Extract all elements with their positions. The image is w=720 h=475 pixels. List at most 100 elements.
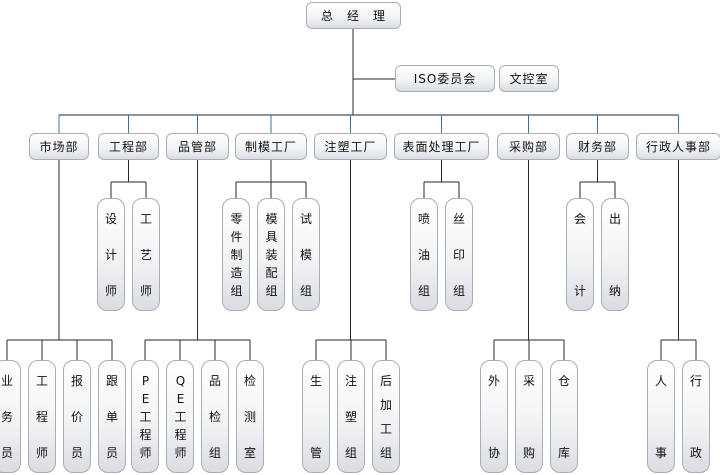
unit-finance-2: 出纳 [601, 198, 629, 311]
unit-mold-3: 试模组 [292, 198, 320, 311]
unit-char: 程 [139, 428, 151, 443]
unit-char: 仓 [557, 374, 570, 388]
unit-char: 采 [522, 374, 535, 388]
unit-char: 后 [379, 374, 392, 388]
unit-char: 师 [104, 284, 117, 299]
iso-committee-box-label: ISO委员会 [413, 72, 477, 86]
unit-char: 协 [487, 446, 500, 461]
unit-char: 装 [265, 248, 277, 263]
unit-char: 纳 [608, 284, 621, 299]
unit-char: 师 [139, 446, 151, 461]
unit-char: 购 [522, 446, 535, 461]
document-control-box: 文控室 [499, 65, 559, 92]
department-admin: 行政人事部 [636, 133, 720, 160]
unit-char: 出 [608, 212, 621, 226]
unit-mold-2: 模具装配组 [257, 198, 285, 311]
unit-char: 政 [689, 446, 702, 461]
unit-market-3: 报价员 [63, 360, 91, 473]
unit-char: 计 [573, 284, 586, 299]
unit-char: 组 [344, 446, 357, 461]
unit-char: 油 [417, 248, 430, 263]
unit-char: 艺 [139, 248, 152, 263]
department-finance-label: 财务部 [577, 140, 617, 154]
department-mold: 制模工厂 [235, 133, 307, 160]
department-quality: 品管部 [166, 133, 229, 160]
unit-surface-2: 丝印组 [445, 198, 473, 311]
unit-char: 程 [35, 410, 48, 425]
unit-admin-2: 行政 [682, 360, 710, 473]
unit-injection-2: 注塑组 [337, 360, 365, 473]
unit-char: 程 [174, 428, 186, 443]
unit-char: 检 [208, 410, 221, 425]
unit-char: 跟 [105, 374, 118, 388]
unit-purchasing-2: 采购 [515, 360, 543, 473]
unit-char: 单 [105, 410, 118, 425]
unit-char: 组 [299, 284, 312, 299]
unit-char: 印 [452, 248, 465, 263]
unit-char: 工 [379, 422, 392, 437]
department-injection: 注塑工厂 [314, 133, 387, 160]
unit-char: 注 [344, 374, 357, 388]
unit-char: 价 [70, 410, 83, 425]
unit-char: 喷 [417, 212, 430, 226]
ceo-box-label: 总 经 理 [320, 9, 386, 23]
department-mold-label: 制模工厂 [244, 140, 297, 154]
ceo-box: 总 经 理 [306, 2, 401, 29]
department-purchasing-label: 采购部 [508, 140, 548, 154]
unit-quality-4: 检测室 [236, 360, 264, 473]
unit-char: 行 [689, 374, 702, 388]
unit-char: 人 [654, 374, 667, 388]
unit-char: 务 [0, 410, 13, 425]
unit-char: 工 [139, 212, 152, 226]
department-finance: 财务部 [566, 133, 629, 160]
unit-char: 加 [379, 398, 392, 413]
department-engineering: 工程部 [98, 133, 159, 160]
unit-char: 测 [243, 410, 256, 425]
unit-char: 计 [104, 248, 117, 263]
unit-char: 塑 [344, 410, 357, 425]
department-market: 市场部 [29, 133, 89, 160]
unit-char: 制 [230, 248, 242, 263]
unit-injection-1: 生管 [302, 360, 330, 473]
unit-char: E [141, 392, 150, 407]
unit-char: P [141, 374, 149, 388]
unit-char: 造 [230, 266, 242, 281]
unit-char: 师 [35, 446, 48, 461]
department-injection-label: 注塑工厂 [324, 140, 377, 154]
unit-surface-1: 喷油组 [410, 198, 438, 311]
department-surface-label: 表面处理工厂 [402, 140, 481, 154]
unit-char: 检 [243, 374, 256, 388]
unit-char: 管 [309, 446, 322, 461]
unit-char: 组 [265, 284, 277, 299]
unit-char: 工 [35, 374, 48, 388]
unit-char: 库 [557, 446, 570, 461]
unit-mold-1: 零件制造组 [222, 198, 250, 311]
unit-char: 组 [379, 446, 392, 461]
unit-char: 组 [230, 284, 242, 299]
unit-char: 工 [139, 410, 151, 425]
unit-char: Q [175, 374, 186, 388]
unit-char: 模 [299, 248, 312, 263]
unit-char: 事 [654, 446, 667, 461]
unit-finance-1: 会计 [566, 198, 594, 311]
unit-char: 业 [0, 374, 13, 388]
unit-char: E [176, 392, 185, 407]
unit-char: 组 [452, 284, 465, 299]
unit-char: 具 [265, 230, 277, 245]
iso-committee-box: ISO委员会 [395, 65, 495, 92]
unit-char: 师 [174, 446, 186, 461]
unit-char: 员 [70, 446, 83, 461]
unit-char: 外 [487, 374, 500, 388]
department-engineering-label: 工程部 [108, 140, 148, 154]
department-quality-label: 品管部 [177, 140, 217, 154]
unit-char: 生 [309, 374, 322, 388]
department-purchasing: 采购部 [497, 133, 560, 160]
unit-engineering-1: 设计师 [97, 198, 125, 311]
unit-char: 件 [230, 230, 242, 245]
unit-char: 组 [417, 284, 430, 299]
unit-purchasing-1: 外协 [480, 360, 508, 473]
unit-char: 零 [230, 212, 242, 226]
